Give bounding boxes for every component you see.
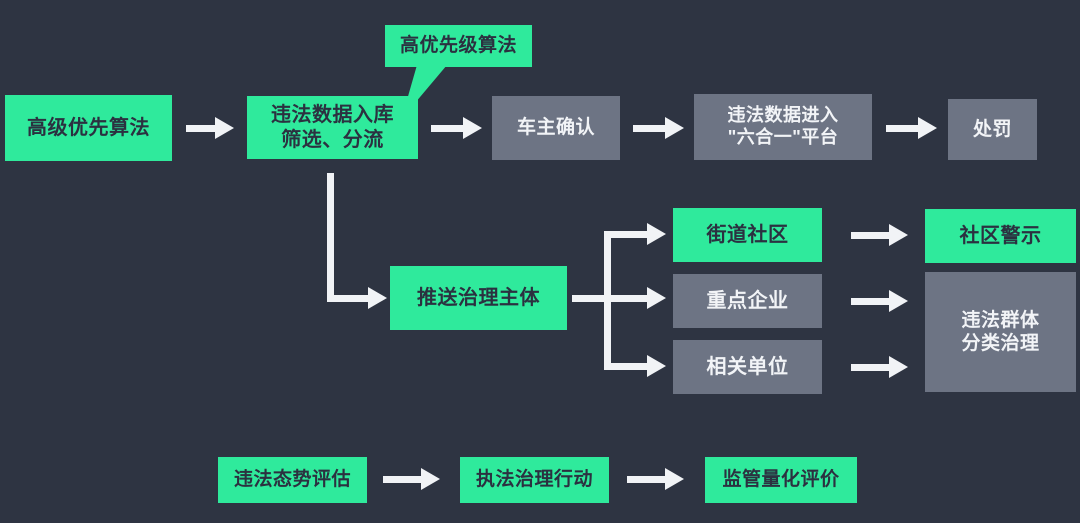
node-violation-data-entry-filter-diversion[interactable]: 违法数据入库 筛选、分流 bbox=[247, 96, 418, 159]
arrow-right-icon bbox=[647, 355, 666, 377]
node-regulatory-quantitative-evaluation[interactable]: 监管量化评价 bbox=[705, 457, 857, 503]
three-way-branch-icon bbox=[604, 231, 649, 238]
three-way-branch-icon bbox=[604, 295, 649, 302]
elbow-connector-icon bbox=[327, 173, 334, 302]
node-related-unit[interactable]: 相关单位 bbox=[673, 340, 822, 394]
node-penalty[interactable]: 处罚 bbox=[948, 99, 1037, 160]
arrow-right-icon bbox=[368, 287, 387, 309]
arrow-right-icon bbox=[647, 287, 666, 309]
callout-high-priority-algorithm[interactable]: 高优先级算法 bbox=[385, 25, 532, 67]
node-violation-situation-assessment[interactable]: 违法态势评估 bbox=[218, 457, 367, 503]
arrow-right-icon bbox=[647, 223, 666, 245]
node-violation-data-six-in-one-platform[interactable]: 违法数据进入 "六合一"平台 bbox=[694, 94, 872, 160]
node-push-governance-entity[interactable]: 推送治理主体 bbox=[390, 266, 567, 330]
node-violation-group-classified-governance[interactable]: 违法群体 分类治理 bbox=[925, 272, 1076, 392]
node-key-enterprise[interactable]: 重点企业 bbox=[673, 274, 822, 328]
elbow-connector-icon bbox=[327, 295, 370, 302]
node-advanced-priority-algorithm[interactable]: 高级优先算法 bbox=[5, 95, 172, 161]
node-law-enforcement-governance-action[interactable]: 执法治理行动 bbox=[460, 457, 609, 503]
node-street-community[interactable]: 街道社区 bbox=[673, 208, 822, 262]
node-owner-confirmation[interactable]: 车主确认 bbox=[492, 96, 620, 160]
three-way-branch-icon bbox=[604, 363, 649, 370]
three-way-branch-icon bbox=[572, 295, 614, 302]
node-community-warning[interactable]: 社区警示 bbox=[925, 209, 1076, 263]
